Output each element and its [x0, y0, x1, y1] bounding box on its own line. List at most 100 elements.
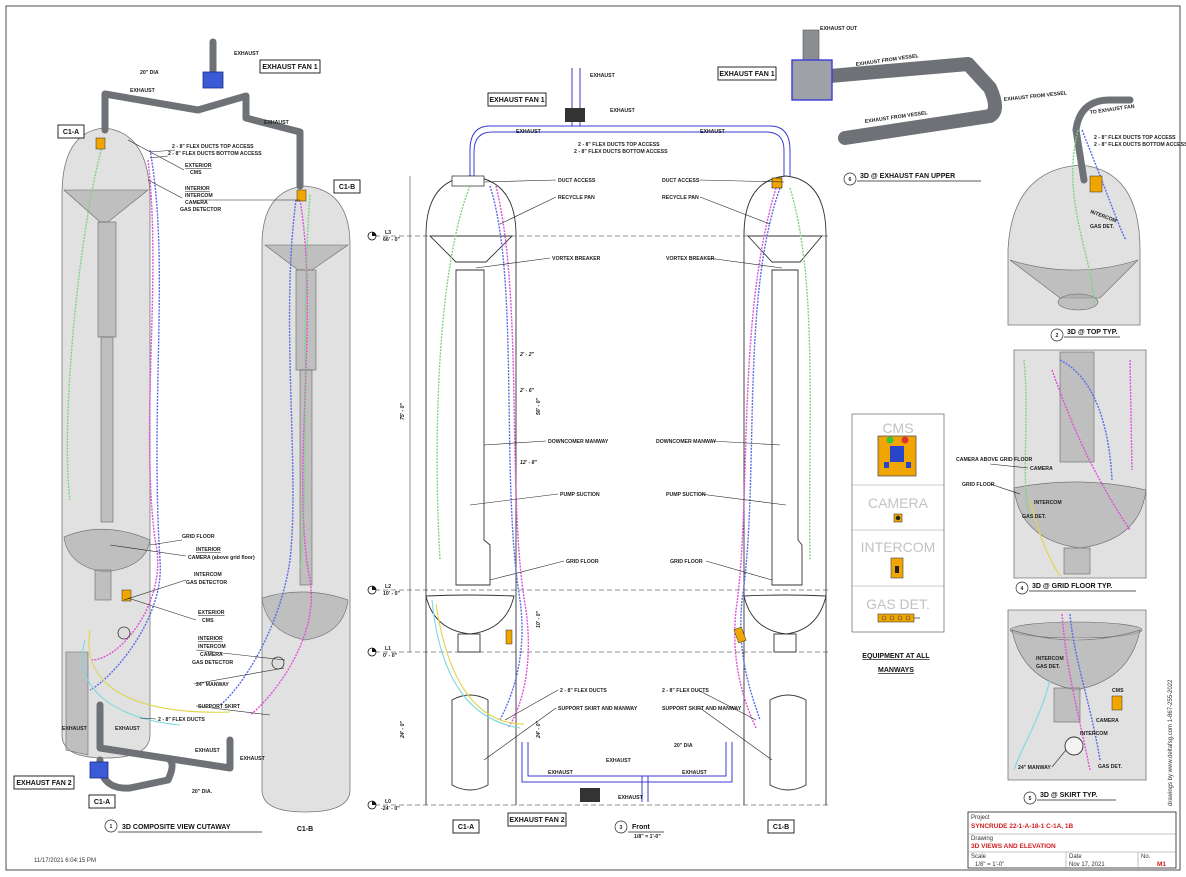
level-tag-l0: L0 — [385, 799, 391, 805]
cable-yellow-1 — [88, 629, 231, 713]
label-exhaust-v3h: EXHAUST — [618, 795, 644, 801]
dim-bowl: 10' - 0" — [536, 611, 542, 628]
label-flex-v1: 2 - 8" FLEX DUCTS — [158, 717, 205, 723]
label-exhaust-v3f: EXHAUST — [682, 770, 708, 776]
level-marker-l3: L3 66' - 0" — [367, 230, 400, 243]
label-gasdet-v1a: GAS DETECTOR — [180, 207, 221, 213]
label-intercom-v1c: INTERCOM — [198, 644, 226, 650]
view-3-scale: 1/8" = 1'-0" — [634, 834, 661, 840]
label-recycle-l: RECYCLE PAN — [558, 195, 595, 201]
level-tag-l3: L3 — [385, 230, 391, 236]
view-3-front: L3 66' - 0" L2 10' - 0" L1 0' - 0" L0 -2… — [367, 68, 830, 840]
level-elev-l3: 66' - 0" — [383, 237, 400, 243]
dim-skirt-left: 24' - 0" — [400, 721, 406, 739]
leaders-v1 — [109, 139, 300, 720]
elev-duct-access-right — [771, 177, 783, 189]
view-4-number-circle — [1015, 581, 1029, 595]
exhaust-fan-2-unit — [89, 761, 109, 779]
view-3-title: Front — [632, 824, 651, 831]
view-4-title: 3D @ GRID FLOOR TYP. — [1032, 583, 1112, 590]
label-flex-top-v3: 2 - 8" FLEX DUCTS TOP ACCESS — [578, 142, 660, 148]
elev-right-bowl — [743, 594, 827, 635]
tag-fan1-v6: EXHAUST FAN 1 — [719, 71, 774, 78]
v5-cable-blue — [1069, 613, 1101, 761]
cable-magenta-2 — [249, 199, 312, 716]
v5-manway — [1064, 736, 1084, 756]
level-tag-l1: L1 — [385, 646, 391, 652]
label-skirt-l: SUPPORT SKIRT AND MANWAY — [558, 706, 638, 712]
v6-fan-frame — [791, 59, 833, 101]
label-flex-top-v2: 2 - 8" FLEX DUCTS TOP ACCESS — [1094, 135, 1176, 141]
tb-scale-label: Scale — [971, 854, 987, 860]
dim-width-3: 12' - 8" — [520, 460, 537, 466]
label-flex-bottom-v2: 2 - 8" FLEX DUCTS BOTTOM ACCESS — [1094, 142, 1186, 148]
view-2-number-circle — [1050, 328, 1064, 342]
cms-panel-c1b — [296, 189, 307, 202]
label-gasdet-v5b: GAS DET. — [1098, 764, 1122, 770]
label-exhaust-v1g: EXHAUST — [240, 756, 266, 762]
exhaust-pipe-top — [101, 90, 304, 190]
cable-green-1 — [66, 139, 105, 501]
view-1-title: 3D COMPOSITE VIEW CUTAWAY — [122, 824, 231, 831]
label-skirt-v1: SUPPORT SKIRT — [198, 704, 241, 710]
vessel-c1a-downcomer — [100, 336, 114, 523]
tag-fan1-v6-box — [717, 66, 777, 81]
tag-fan1-v3-box — [487, 92, 547, 107]
label-pump-l: PUMP SUCTION — [560, 492, 600, 498]
v4-cable-magenta — [1051, 369, 1131, 531]
v2-cable-green — [1072, 129, 1095, 306]
elev-right-top-cone — [746, 235, 823, 263]
camera-icon — [893, 513, 903, 523]
view-4-number: 4 — [1021, 586, 1024, 592]
v4-sump — [1063, 547, 1091, 575]
label-grid-r: GRID FLOOR — [670, 559, 703, 565]
cable-green-2 — [299, 194, 311, 571]
label-cms-v1b: CMS — [202, 618, 214, 624]
tb-scale: 1/8" = 1'-0" — [975, 862, 1004, 868]
print-timestamp: 11/17/2021 6:04:15 PM — [34, 858, 96, 864]
label-flex-top-v1: 2 - 8" FLEX DUCTS TOP ACCESS — [172, 144, 254, 150]
vessel-c1a-column — [97, 221, 117, 338]
leaders-v5 — [1051, 749, 1067, 768]
manway-c1a — [117, 626, 131, 640]
label-intercom-v5: INTERCOM — [1036, 656, 1064, 662]
label-downcomer-l: DOWNCOMER MANWAY — [548, 439, 609, 445]
elev-vessel-right — [743, 175, 827, 805]
view-6-title: 3D @ EXHAUST FAN UPPER — [860, 173, 955, 180]
label-intercom-v4: INTERCOM — [1034, 500, 1062, 506]
elev-cable-blue-right — [740, 187, 781, 721]
label-gridfloor-v4: GRID FLOOR — [962, 482, 995, 488]
tb-sheet-label: No. — [1141, 854, 1151, 860]
v2-cone — [1009, 259, 1139, 299]
label-exhaust-v1e: EXHAUST — [195, 748, 221, 754]
tag-fan2-v1: EXHAUST FAN 2 — [16, 780, 71, 787]
view-1-composite: C1-A C1-B EXHAUST FAN 1 EXHAUST FAN 2 C1… — [13, 38, 361, 833]
v6-exhaust-pipe — [823, 57, 1002, 145]
v4-cable-magenta-2 — [1129, 359, 1133, 471]
view-1-number-circle — [104, 819, 118, 833]
elev-duct-bottom — [521, 742, 733, 783]
tag-fan2-v3-box — [507, 812, 567, 827]
label-gasdet-v1b: GAS DETECTOR — [186, 580, 227, 586]
tag-c1a-v3: C1-A — [458, 824, 474, 831]
cable-blue-2 — [219, 199, 297, 706]
view-5-skirt: INTERCOM GAS DET. CAMERA INTERCOM GAS DE… — [1007, 609, 1147, 805]
tb-project-label: Project — [971, 815, 990, 821]
v5-cable-cyan — [1013, 679, 1051, 771]
tag-c1a-bot: C1-A — [94, 799, 110, 806]
tag-c1a-top: C1-A — [63, 129, 79, 136]
label-from-vessel-3: EXHAUST FROM VESSEL — [1004, 90, 1069, 103]
label-flex-bottom-v3: 2 - 8" FLEX DUCTS BOTTOM ACCESS — [574, 149, 668, 155]
elev-cable-green-left — [436, 185, 471, 561]
level-elev-l2: 10' - 0" — [383, 591, 400, 597]
label-downcomer-r: DOWNCOMER MANWAY — [656, 439, 717, 445]
dim-width-1: 2' - 2" — [519, 352, 535, 358]
cms-panel-c1a — [95, 137, 106, 150]
elev-cable-yellow — [435, 603, 525, 725]
elev-cable-magenta-left — [495, 185, 529, 729]
label-exhaust-out: EXHAUST OUT — [820, 26, 858, 32]
v2-duct — [1072, 96, 1134, 184]
v5-cms — [1111, 695, 1123, 711]
legend-caption-line1: EQUIPMENT AT ALL — [862, 653, 930, 660]
tag-fan1-v1: EXHAUST FAN 1 — [262, 64, 317, 71]
